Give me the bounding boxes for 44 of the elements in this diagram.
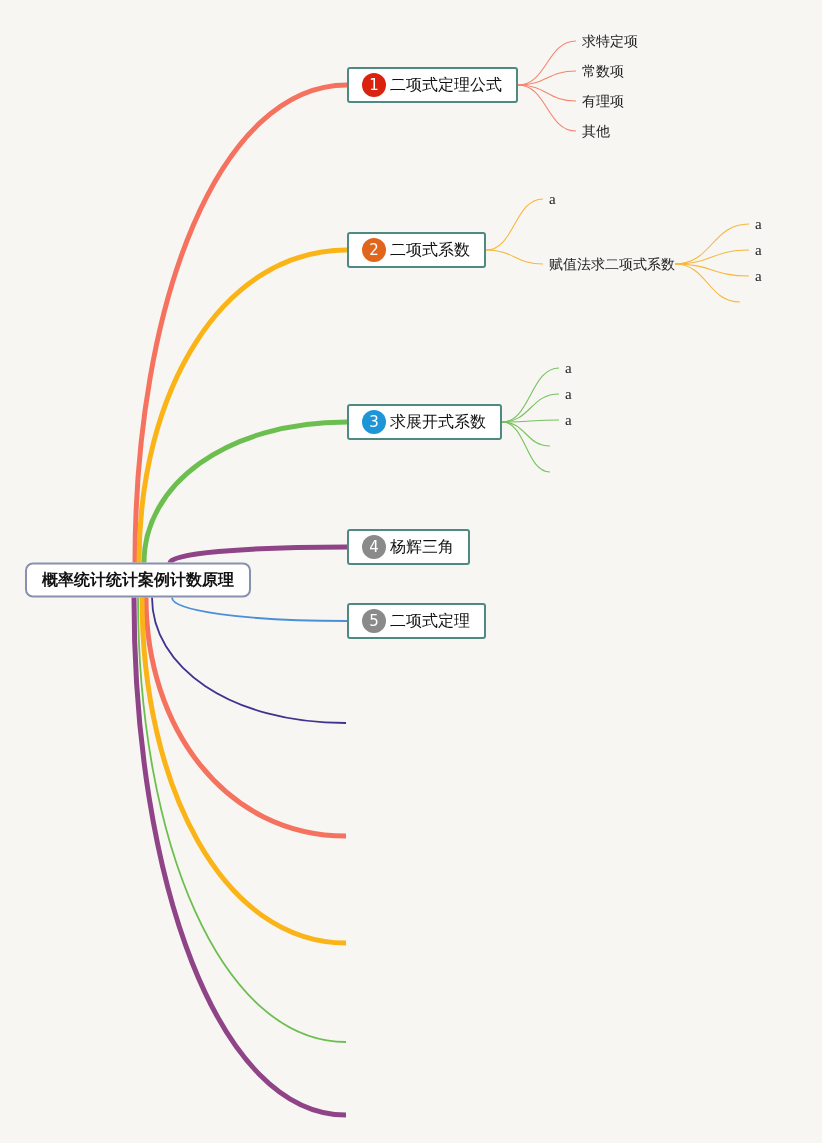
order-number: 1 [362, 73, 386, 97]
branch-line [143, 597, 347, 839]
topic-text: 杨辉三角 [390, 537, 454, 557]
branch-line [141, 419, 348, 563]
topic-text: 二项式系数 [390, 240, 470, 260]
subtopic-text: a [755, 215, 762, 233]
subtopic-text: a [565, 411, 572, 429]
subtopic-text: 求特定项 [582, 32, 638, 50]
branch-line [171, 596, 348, 622]
branch-line [501, 421, 551, 473]
topic-box [347, 232, 486, 268]
subtopic-text: 其他 [582, 122, 610, 140]
subtopic-text: 常数项 [582, 62, 624, 80]
subtopic-text: a [755, 241, 762, 259]
branch-line [137, 596, 347, 1043]
branch-line [674, 263, 741, 303]
subtopic-text: a [565, 359, 572, 377]
topic-box [347, 67, 518, 103]
branch-line [136, 247, 348, 563]
branch-line [139, 597, 347, 946]
branch-line [151, 596, 347, 724]
subtopic-text: a [755, 267, 762, 285]
order-number: 2 [362, 238, 386, 262]
central-topic: 概率统计统计案例计数原理 [25, 562, 251, 598]
order-number: 4 [362, 535, 386, 559]
branch-line [674, 263, 750, 277]
topic-text: 求展开式系数 [390, 412, 486, 432]
branch-line [517, 84, 577, 132]
order-number: 5 [362, 609, 386, 633]
branch-line [485, 249, 544, 265]
subtopic-text: a [565, 385, 572, 403]
branch-line [168, 544, 347, 565]
topic-box [347, 529, 470, 565]
subtopic-text: 有理项 [582, 92, 624, 110]
subtopic-text: 赋值法求二项式系数 [549, 255, 675, 273]
subtopic-text: a [549, 190, 556, 208]
topic-box [347, 603, 486, 639]
topic-text: 二项式定理 [390, 611, 470, 631]
branch-line [517, 70, 577, 86]
branch-line [132, 82, 348, 563]
topic-text: 二项式定理公式 [390, 75, 502, 95]
branch-line [131, 597, 347, 1118]
topic-box [347, 404, 502, 440]
order-number: 3 [362, 410, 386, 434]
